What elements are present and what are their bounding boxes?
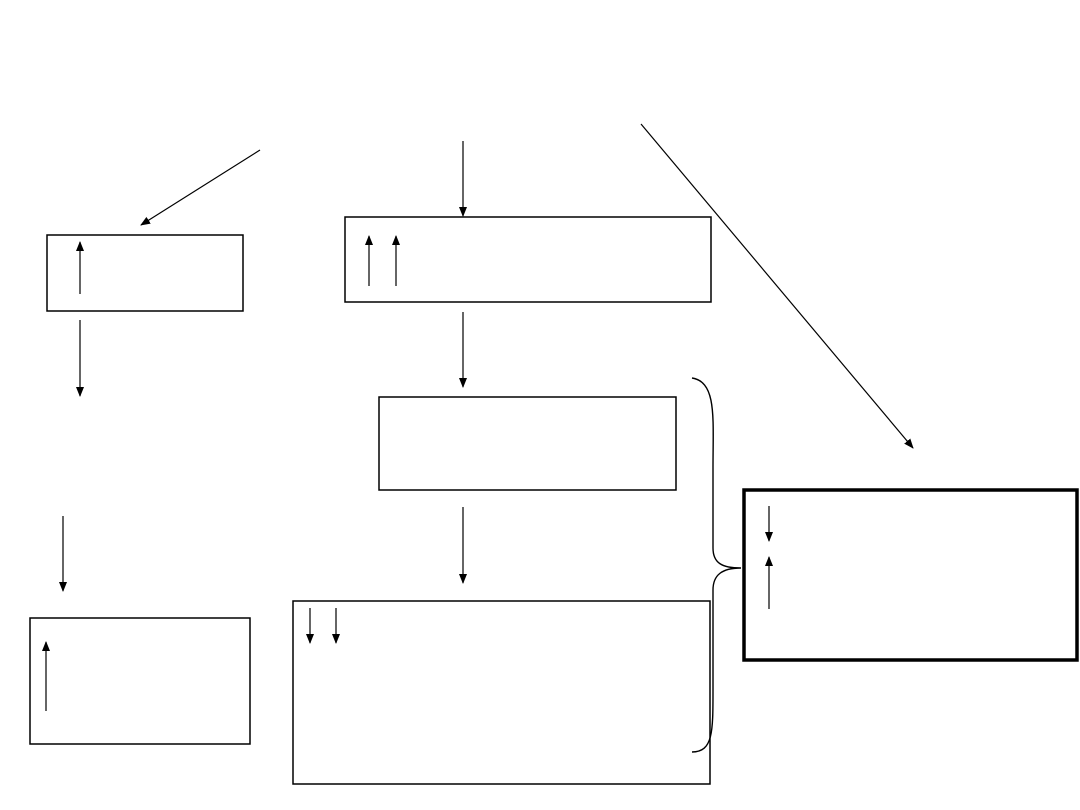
connector-arrows	[59, 123, 914, 592]
box-right-bold	[742, 488, 1079, 662]
box-left-top	[46, 234, 244, 312]
box-center-middle	[378, 396, 677, 491]
box-center-bottom	[292, 600, 711, 785]
arrow-top-right-to-box-right-bold	[640, 123, 914, 449]
curly-brace	[691, 377, 742, 753]
box-left-bottom	[29, 617, 251, 745]
arrow-top-left-to-box-left-top	[140, 149, 261, 226]
inner-arrows	[42, 235, 773, 711]
boxes	[29, 216, 1079, 785]
box-center-top	[344, 216, 712, 303]
